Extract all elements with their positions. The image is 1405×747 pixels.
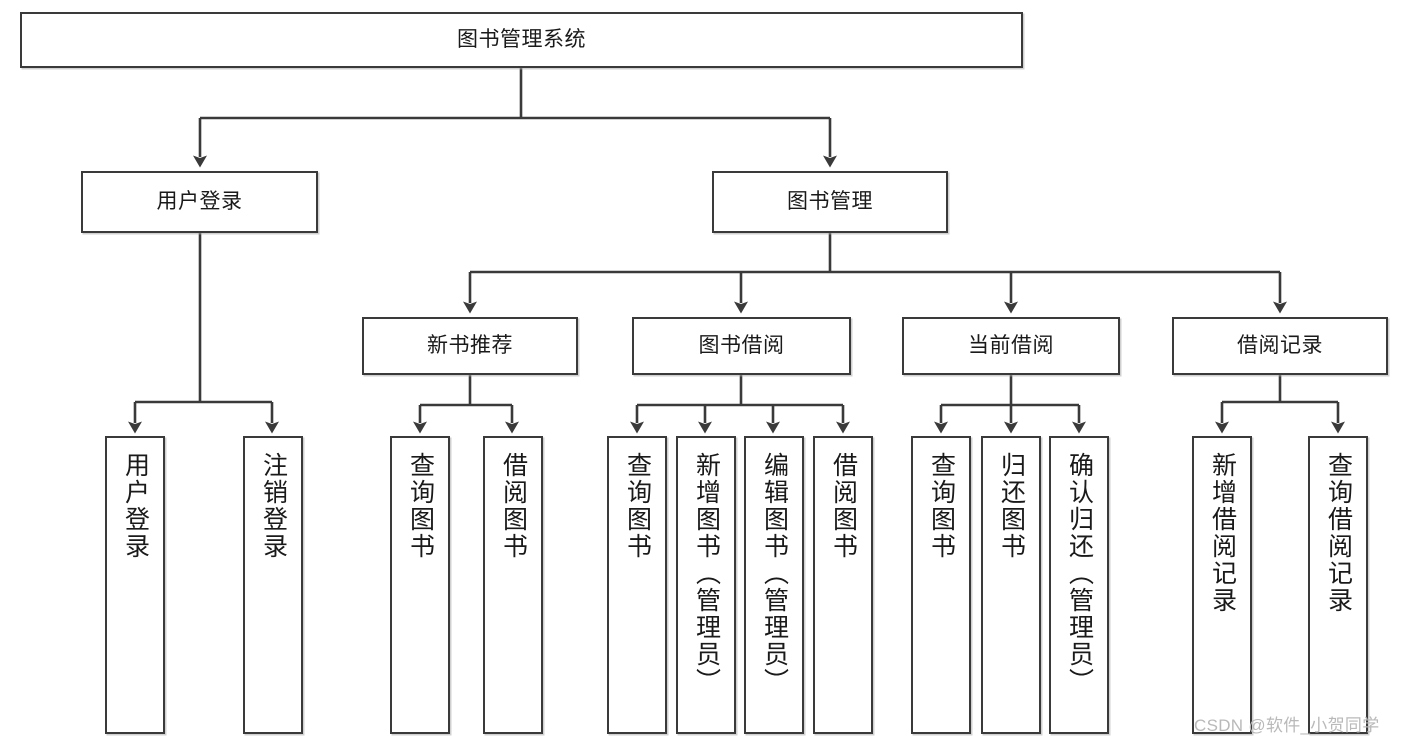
leaf-query-book-borrow[interactable]: 查询图书 (607, 436, 667, 734)
node-label: 查询图书 (927, 452, 956, 560)
node-label: 归还图书 (997, 452, 1026, 560)
node-label: 新书推荐 (427, 334, 513, 358)
node-current-borrowing[interactable]: 当前借阅 (902, 317, 1120, 375)
node-label: 图书借阅 (698, 334, 785, 358)
leaf-confirm-return-admin[interactable]: 确认归还（管理员） (1049, 436, 1109, 734)
leaf-query-book-new-rec[interactable]: 查询图书 (390, 436, 450, 734)
node-label: 查询借阅记录 (1324, 452, 1353, 614)
node-user-login[interactable]: 用户登录 (81, 171, 318, 233)
leaf-add-borrow-record[interactable]: 新增借阅记录 (1192, 436, 1252, 734)
node-new-book-recommendation[interactable]: 新书推荐 (362, 317, 578, 375)
node-label: 用户登录 (156, 190, 243, 214)
leaf-add-book-admin[interactable]: 新增图书（管理员） (676, 436, 736, 734)
node-label: 图书管理系统 (457, 28, 586, 52)
leaf-user-login[interactable]: 用户登录 (105, 436, 165, 734)
node-label: 查询图书 (623, 452, 652, 560)
leaf-borrow-book-new-rec[interactable]: 借阅图书 (483, 436, 543, 734)
node-label: 借阅图书 (499, 452, 528, 560)
leaf-query-book-current[interactable]: 查询图书 (911, 436, 971, 734)
node-label: 当前借阅 (968, 334, 1054, 358)
leaf-borrow-book[interactable]: 借阅图书 (813, 436, 873, 734)
leaf-logout[interactable]: 注销登录 (243, 436, 303, 734)
node-book-borrowing[interactable]: 图书借阅 (632, 317, 851, 375)
leaf-edit-book-admin[interactable]: 编辑图书（管理员） (744, 436, 804, 734)
leaf-query-borrow-record[interactable]: 查询借阅记录 (1308, 436, 1368, 734)
node-label: 图书管理 (787, 190, 873, 214)
node-label: 借阅记录 (1237, 334, 1323, 358)
node-label: 借阅图书 (829, 452, 858, 560)
node-label: 注销登录 (259, 452, 288, 560)
node-book-management[interactable]: 图书管理 (712, 171, 948, 233)
node-label: 查询图书 (406, 452, 435, 560)
node-label: 新增图书（管理员） (692, 452, 721, 695)
leaf-return-book[interactable]: 归还图书 (981, 436, 1041, 734)
node-root-book-management-system[interactable]: 图书管理系统 (20, 12, 1023, 68)
node-label: 新增借阅记录 (1208, 452, 1237, 614)
node-borrowing-record[interactable]: 借阅记录 (1172, 317, 1388, 375)
watermark-text: CSDN @软件_小贺同学 (1194, 716, 1380, 735)
node-label: 确认归还（管理员） (1065, 452, 1094, 695)
node-label: 编辑图书（管理员） (760, 452, 789, 695)
node-label: 用户登录 (121, 452, 150, 560)
